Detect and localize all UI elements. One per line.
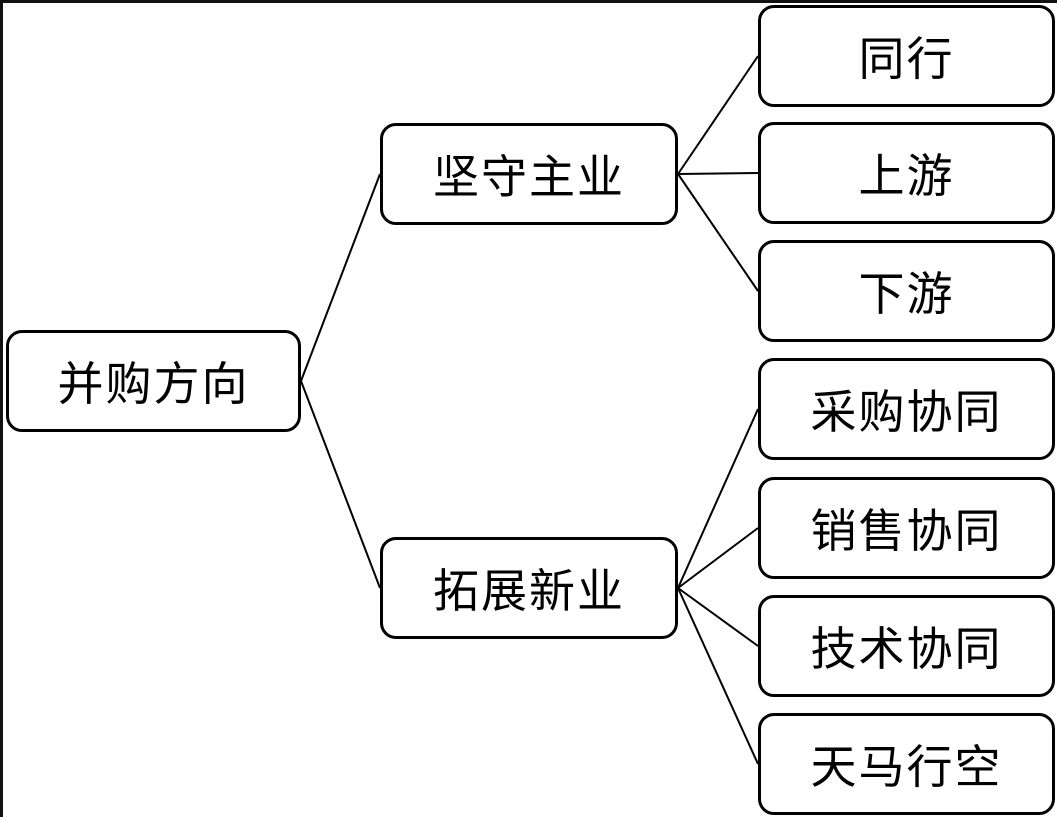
leaf-node: 技术协同 (758, 595, 1055, 697)
leaf-node: 同行 (758, 5, 1055, 107)
root-node: 并购方向 (6, 330, 301, 432)
connector-line (300, 173, 381, 382)
connector-line (300, 380, 381, 589)
connector-line (677, 408, 759, 589)
connector-line (677, 587, 759, 765)
leaf-node: 采购协同 (758, 358, 1055, 460)
leaf-node: 销售协同 (758, 477, 1055, 579)
leaf-node: 上游 (758, 122, 1055, 224)
branch-node-expand-new: 拓展新业 (380, 537, 678, 639)
connector-line (677, 587, 759, 647)
leaf-node: 天马行空 (758, 713, 1055, 815)
connector-line (677, 527, 759, 589)
connector-lines (300, 55, 759, 765)
connector-line (677, 172, 759, 175)
leaf-node: 下游 (758, 240, 1055, 342)
branch-node-keep-core: 坚守主业 (380, 123, 678, 225)
connector-line (677, 55, 759, 175)
connector-line (677, 173, 759, 292)
